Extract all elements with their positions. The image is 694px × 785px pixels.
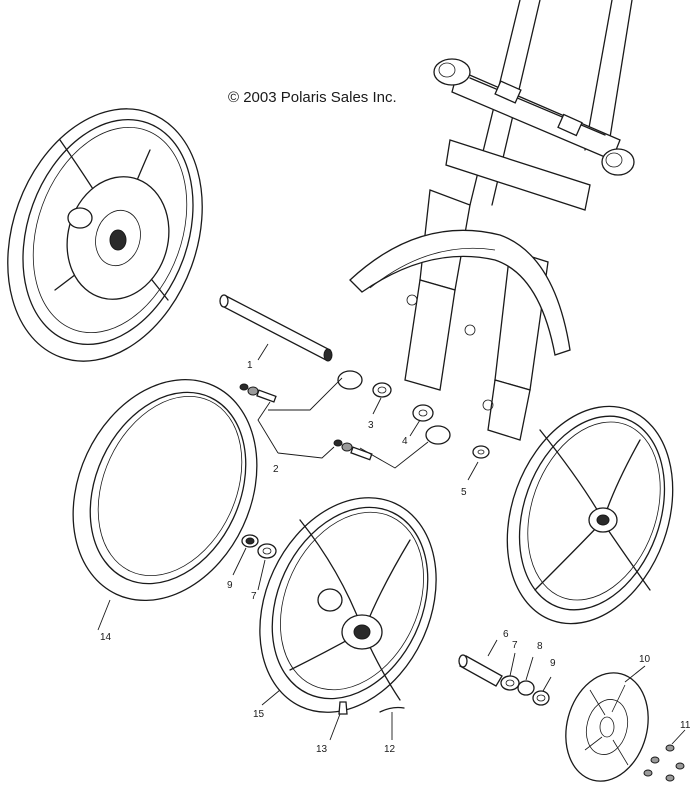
- callout-14: 14: [100, 632, 112, 643]
- callout-5: 5: [461, 487, 467, 498]
- callout-1: 1: [247, 360, 253, 371]
- axle: [219, 294, 333, 362]
- seal-left: [241, 534, 259, 548]
- disc-bolts: [643, 744, 685, 782]
- tire: [72, 378, 258, 602]
- spacer-3: [372, 382, 392, 398]
- callout-6: 6: [503, 629, 509, 640]
- brake-disc: [565, 672, 649, 782]
- front-fork-assembly: [337, 0, 635, 445]
- rim: [259, 497, 437, 713]
- callout-7-right: 7: [512, 640, 518, 651]
- callout-15: 15: [253, 709, 265, 720]
- callout-9-left: 9: [227, 580, 233, 591]
- snap-ring: [517, 680, 535, 696]
- callout-13: 13: [316, 744, 328, 755]
- hub-spacer: [458, 654, 503, 687]
- callout-8: 8: [537, 641, 543, 652]
- callout-9-right: 9: [550, 658, 556, 669]
- assembled-wheel-right: [506, 405, 674, 625]
- callout-12: 12: [384, 744, 396, 755]
- copyright-notice: © 2003 Polaris Sales Inc.: [228, 89, 397, 106]
- callouts: 1 2 3 4 5 9 7 14 6 7 8 9 10 11 15 12 13: [100, 360, 691, 755]
- callout-3: 3: [368, 420, 374, 431]
- axle-nut: [472, 445, 490, 459]
- callout-2: 2: [273, 464, 279, 475]
- callout-11: 11: [680, 720, 691, 731]
- callout-7-left: 7: [251, 591, 257, 602]
- pinch-bolts: [239, 383, 373, 461]
- leader-lines: [97, 343, 686, 745]
- callout-4: 4: [402, 436, 408, 447]
- seal-right: [532, 690, 550, 706]
- bearing-left: [257, 543, 277, 559]
- spacer-4: [412, 404, 434, 422]
- valve-stem: [338, 701, 348, 715]
- assembled-wheel-with-disc: [7, 108, 203, 362]
- callout-10: 10: [639, 654, 651, 665]
- bearing-right: [500, 675, 520, 691]
- balance-clip: [379, 706, 405, 713]
